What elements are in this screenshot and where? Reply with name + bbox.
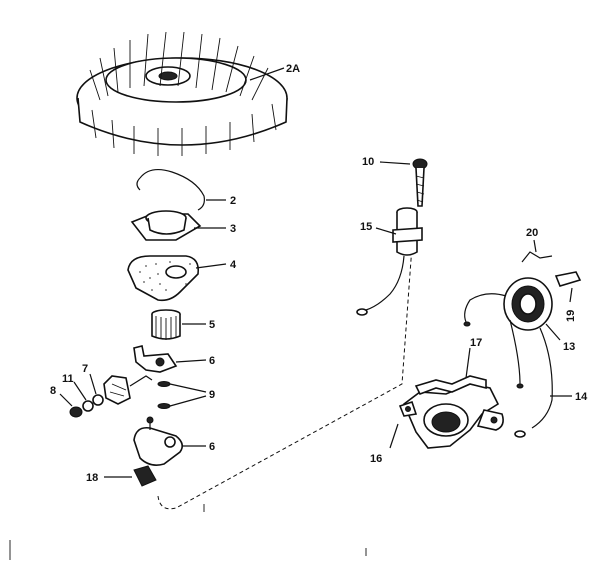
label-3: 3 bbox=[230, 223, 236, 235]
label-2a: 2A bbox=[286, 63, 300, 75]
label-16: 16 bbox=[370, 453, 382, 465]
label-19: 19 bbox=[565, 310, 577, 322]
breaker-plate-drawing bbox=[133, 416, 206, 466]
condenser-drawing bbox=[356, 207, 423, 316]
label-6-upper: 6 bbox=[209, 355, 215, 367]
label-15: 15 bbox=[360, 221, 372, 233]
label-5: 5 bbox=[209, 319, 215, 331]
label-20: 20 bbox=[526, 227, 538, 239]
screws-drawing bbox=[157, 381, 207, 409]
coil-bracket-drawing bbox=[389, 347, 504, 449]
lead-wire-drawing bbox=[514, 327, 572, 438]
label-11: 11 bbox=[62, 373, 74, 385]
label-7: 7 bbox=[82, 363, 88, 375]
clip-drawing bbox=[554, 271, 582, 303]
spring-clip-drawing bbox=[136, 168, 226, 211]
clip-cover-drawing bbox=[104, 465, 157, 487]
label-14: 14 bbox=[575, 391, 588, 403]
label-4: 4 bbox=[230, 259, 237, 271]
spring-drawing bbox=[521, 239, 553, 263]
label-18: 18 bbox=[86, 472, 98, 484]
cam-drawing bbox=[130, 210, 226, 241]
label-13: 13 bbox=[563, 341, 575, 353]
label-6-lower: 6 bbox=[209, 441, 215, 453]
assembly-dashed-line bbox=[157, 245, 413, 510]
label-10: 10 bbox=[362, 156, 374, 168]
condenser-screw-drawing bbox=[379, 158, 428, 207]
coil-drawing bbox=[463, 277, 561, 389]
gasket-drawing bbox=[127, 255, 227, 302]
breaker-arm-drawing bbox=[133, 345, 207, 373]
label-9: 9 bbox=[209, 389, 215, 401]
contact-set-drawing bbox=[59, 373, 153, 418]
label-17: 17 bbox=[470, 337, 482, 349]
bushing-drawing bbox=[151, 309, 206, 340]
flywheel-drawing bbox=[76, 31, 288, 156]
label-8: 8 bbox=[50, 385, 56, 397]
label-2: 2 bbox=[230, 195, 236, 207]
